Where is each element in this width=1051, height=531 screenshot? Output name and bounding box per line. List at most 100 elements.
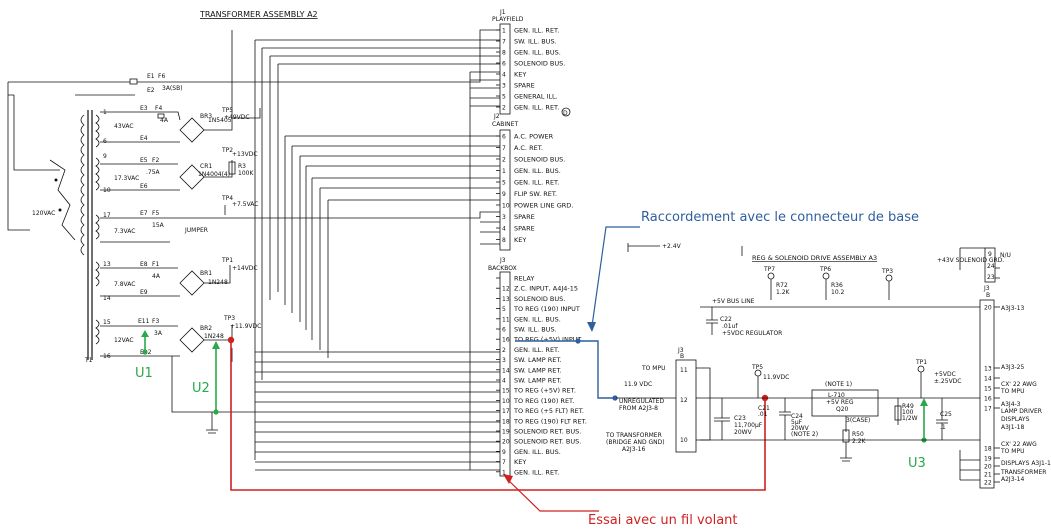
tp1-reg-voltage: +5VDC	[934, 371, 956, 378]
tp3-voltage: +11.9VDC	[230, 323, 261, 330]
right-connector-label: DISPLAYS A3J1-18	[1001, 460, 1051, 467]
fuse-4a-label: 4A	[152, 273, 161, 280]
c23-voltage: 20WV	[734, 429, 753, 436]
flying-wire-annotation: Essai avec un fil volant	[227, 336, 769, 528]
connector-pin-number: 6	[502, 61, 506, 68]
connector-pin-label: GEN. ILL. BUS.	[514, 448, 561, 456]
right-connector-label: LAMP DRIVER	[1001, 408, 1042, 415]
connector-pin-number: 11	[502, 316, 510, 323]
winding-number: 15	[103, 319, 111, 326]
e2-label: E2	[147, 87, 155, 94]
tp3-reg-label: TP3	[881, 268, 893, 275]
transformer-primary: E1 E2 F6 3A(SB) 120VAC	[7, 29, 500, 241]
connector-pin-label: GEN. ILL. RET.	[514, 179, 559, 187]
j3r-pin-number: 20	[984, 305, 992, 312]
c22-label: C22	[720, 316, 732, 323]
r72-value: 1.2K	[776, 289, 791, 296]
connector-pin-number: 6	[502, 134, 506, 141]
c25-label: C25	[940, 411, 952, 418]
measurement-markers: U1 U2 U3	[135, 330, 928, 471]
u1-label: U1	[135, 366, 153, 381]
fuse-3a-label: 3A	[154, 330, 163, 337]
j3r-sub: B	[986, 292, 990, 299]
e8-label: E8	[140, 261, 148, 268]
connector-pin-label: SW. ILL. BUS.	[514, 326, 557, 334]
connector-pin-label: FLIP SW. RET.	[514, 190, 557, 198]
winding-number: 1	[103, 109, 107, 116]
secondary-7-8vac: 7.8VAC E8 F1 4A E9 BR1 1N248 TP1 +14VDC	[100, 257, 258, 297]
connector-pin-label: KEY	[514, 236, 526, 244]
cr1-label: CR1	[200, 163, 212, 170]
u3-label: U3	[908, 456, 926, 471]
secondary-43vac: 43VAC E3 F4 4A E4 BR3 1N5405 TP5 +49VDC	[100, 30, 261, 143]
cr1-pn-label: 1N4004(4)	[198, 171, 230, 178]
n-u-label: N/U	[1000, 252, 1011, 259]
connector-pin-number: 18	[502, 418, 510, 425]
tp2-label: TP2	[221, 147, 233, 154]
right-connector-label: A2J3-14	[1001, 476, 1024, 483]
connector-pin-number: 9	[502, 449, 506, 456]
connector-pin-label: SOLENOID BUS.	[514, 156, 565, 164]
connector-pin-number: 1	[502, 28, 506, 35]
n-pin-9: 9	[988, 251, 992, 258]
c21-label: C21	[758, 405, 770, 412]
connector-pin-number: 3	[502, 357, 506, 364]
j3-name: BACKBOX	[488, 265, 517, 272]
e9-label: E9	[140, 289, 148, 296]
primary-voltage-label: 120VAC	[32, 210, 55, 217]
connector-pin-label: TO REG (+5V) RET.	[513, 387, 576, 395]
j3r-pin-number: 15	[984, 386, 992, 393]
connector-pin-number: 3	[502, 83, 506, 90]
j3-id: J3	[499, 257, 506, 264]
connector-pin-number: 5	[502, 94, 506, 101]
e4-label: E4	[140, 135, 148, 142]
c23-value: 11,700μF	[734, 422, 763, 429]
j1-id: J1	[499, 9, 506, 16]
winding-number: 17	[103, 212, 111, 219]
connector-pin-number: 6	[502, 327, 506, 334]
e5-label: E5	[140, 157, 148, 164]
connector-pin-label: GEN. ILL. RET.	[514, 27, 559, 35]
winding-number: 14	[103, 295, 111, 302]
br3-pn-label: 1N5405	[208, 117, 232, 124]
connector-pin-number: 7	[502, 459, 506, 466]
r50-value: 2.2K	[852, 438, 867, 445]
bridge-gnd-label: (BRIDGE AND GND)	[606, 439, 665, 446]
connector-pin-label: A.C. RET.	[514, 144, 543, 152]
case-label: 3(CASE)	[846, 417, 870, 424]
u2-label: U2	[192, 381, 210, 396]
tp4-voltage: +7.5VAC	[232, 201, 258, 208]
j3b-pin-10: 10	[680, 437, 688, 444]
connector-pin-label: GEN. ILL. RET.	[514, 346, 559, 354]
connector-pin-number: 19	[502, 429, 510, 436]
solenoid-grd-label: +43V SOLENOID GRD.	[937, 257, 1004, 264]
secondary-12vac: 12VAC E11 F3 3A E12 BR2 1N248 TP3 +11.9V…	[100, 315, 500, 434]
c23-label: C23	[734, 415, 746, 422]
connector-pin-label: GENERAL ILL.	[514, 93, 558, 101]
v119-label: 11.9 VDC	[624, 381, 652, 388]
right-connector-label: TRANSFORMER	[1000, 469, 1046, 476]
e6-label: E6	[140, 183, 148, 190]
connector-pin-label: SOLENOID BUS.	[514, 60, 565, 68]
to-transformer-label: TO TRANSFORMER	[605, 432, 662, 439]
vac-43-label: 43VAC	[114, 123, 134, 130]
tp5-reg-voltage: 11.9VDC	[763, 374, 789, 381]
secondary-7-3vac: 7.3VAC E7 F5 15A JUMPER TP4 +7.5VAC	[100, 195, 500, 243]
f1-label: F1	[152, 261, 159, 268]
tp1-reg-label: TP1	[915, 359, 927, 366]
base-connector-annotation: Raccordement avec le connecteur de base	[515, 210, 919, 401]
t1-label: T1	[84, 357, 93, 364]
right-connector-label: DISPLAYS	[1001, 416, 1030, 423]
vac-12-label: 12VAC	[114, 337, 134, 344]
connector-pin-number: 1	[502, 469, 506, 476]
connector-pin-label: SW. ILL. BUS.	[514, 38, 557, 46]
j3b-pin-11: 11	[680, 367, 688, 374]
connector-pin-label: KEY	[514, 71, 526, 79]
winding-number: 9	[103, 153, 107, 160]
bus-wiring	[231, 39, 500, 471]
connector-pin-label: SOLENOID BUS.	[514, 295, 565, 303]
j3r-pin-number: 18	[984, 446, 992, 453]
vac-7-3-label: 7.3VAC	[114, 228, 135, 235]
connector-pin-number: 5	[502, 180, 506, 187]
